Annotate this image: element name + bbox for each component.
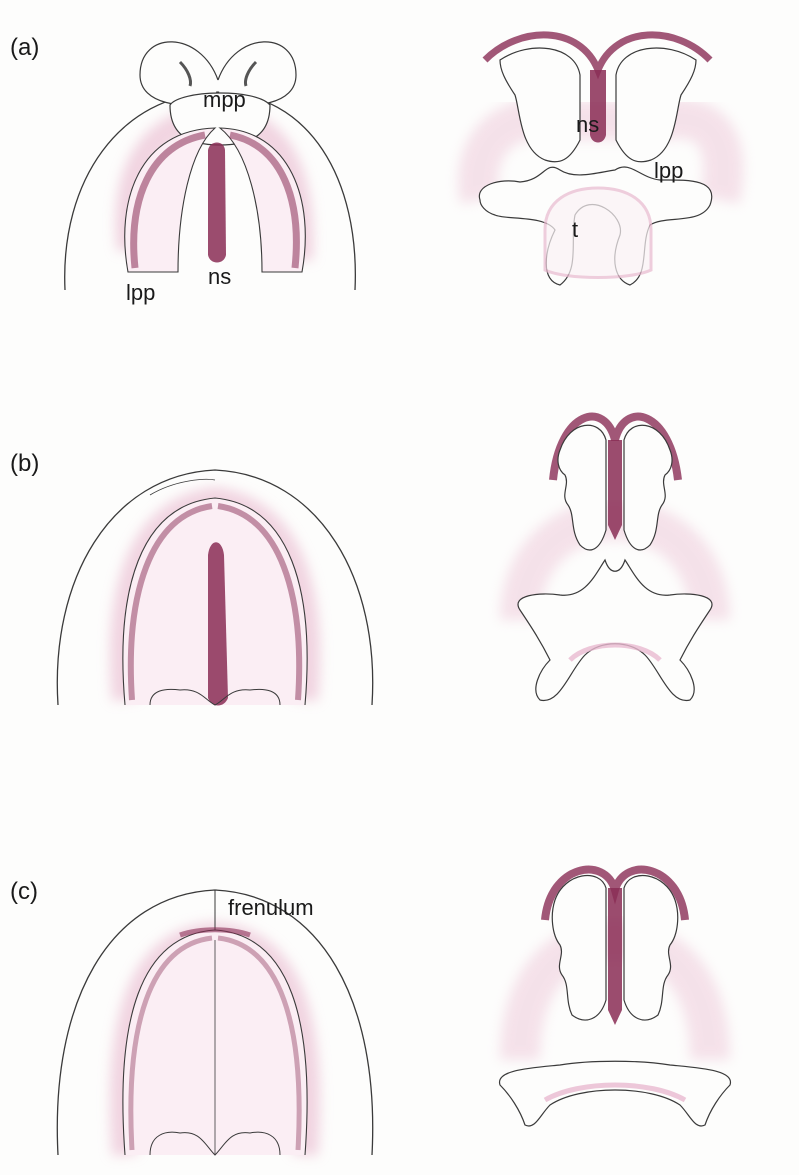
label-lpp-coronal: lpp xyxy=(654,160,683,182)
nasal-cavity-left xyxy=(552,876,606,1021)
panel-b-coronal-section xyxy=(518,417,712,701)
label-lpp-palatal: lpp xyxy=(126,282,155,304)
nasal-septum xyxy=(208,143,226,263)
tongue xyxy=(545,188,651,278)
panel-a-palatal-view xyxy=(65,42,356,290)
label-t-coronal: t xyxy=(572,219,578,241)
oral-cavity xyxy=(500,1061,731,1126)
panel-a-label: (a) xyxy=(10,36,39,60)
panel-c-coronal-section xyxy=(500,870,731,1126)
panel-b-palatal-view xyxy=(57,470,372,706)
panel-a-coronal-section xyxy=(478,35,723,285)
panel-c-palatal-view xyxy=(57,890,372,1155)
panel-c-label: (c) xyxy=(10,880,38,904)
label-frenulum: frenulum xyxy=(228,897,314,919)
label-mpp: mpp xyxy=(203,89,246,111)
label-ns-coronal: ns xyxy=(576,114,599,136)
label-ns-palatal: ns xyxy=(208,266,231,288)
nasal-cavity-right xyxy=(624,876,678,1021)
panel-b-label: (b) xyxy=(10,452,39,476)
